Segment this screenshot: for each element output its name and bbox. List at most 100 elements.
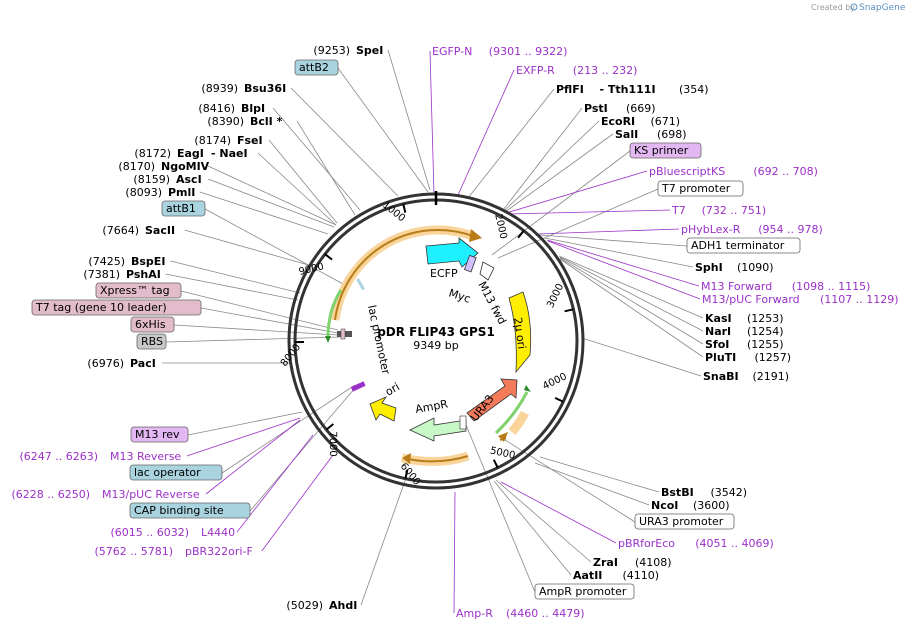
- leader-line: [502, 107, 583, 211]
- label-pluti: PluTI(1257): [705, 351, 791, 364]
- enzyme-position: (4108): [635, 556, 672, 569]
- primer-position: (692 .. 708): [753, 165, 818, 178]
- primer-name: M13/pUC Forward: [702, 293, 800, 306]
- label-6xhis: 6xHis: [130, 316, 175, 333]
- primer-name: EGFP-N: [432, 45, 472, 58]
- enzyme-name: SacII: [145, 224, 175, 237]
- tick-mark: [554, 396, 564, 403]
- enzyme-position: (8093): [125, 186, 162, 199]
- enzyme-name: ZraI: [593, 556, 618, 569]
- label-psti: PstI(669): [584, 102, 656, 115]
- leader-line: [387, 49, 431, 191]
- primer-name: pBRforEco: [618, 537, 675, 550]
- 2u-ori-arrow: [508, 291, 532, 374]
- leader-lines: [162, 49, 704, 614]
- leader-line: [249, 387, 356, 512]
- label-aatii: AatII(4110): [573, 569, 659, 582]
- enzyme-name: PstI: [584, 102, 608, 115]
- leader-line: [207, 165, 337, 226]
- enzyme-position: (1254): [747, 325, 784, 338]
- primer-position: (1107 .. 1129): [820, 293, 899, 306]
- tick-mark: [325, 423, 334, 431]
- leader-line: [504, 133, 614, 213]
- label-m13-puc-reverse: (6228 .. 6250)M13/pUC Reverse: [11, 488, 199, 501]
- m13-fwd-label: M13 fwd: [475, 279, 508, 326]
- leader-line: [495, 479, 592, 563]
- leader-line: [186, 417, 301, 457]
- label-sphi: SphI(1090): [695, 261, 774, 274]
- primer-position: (9301 .. 9322): [489, 45, 568, 58]
- enzyme-position: (7381): [83, 268, 120, 281]
- enzyme-position: (3600): [693, 499, 730, 512]
- leader-line: [539, 456, 660, 493]
- tick-mark: [324, 253, 333, 261]
- leader-line: [429, 50, 435, 195]
- label-egfp-n: EGFP-N (9301 .. 9322): [432, 45, 567, 58]
- primer-position: (1098 .. 1115): [792, 280, 871, 293]
- primer-name: T7: [671, 204, 686, 217]
- enzyme-position: (8172): [134, 147, 171, 160]
- label-pbr322ori-f: (5762 .. 5781) pBR322ori-F: [94, 545, 252, 558]
- feature-myc: Myc: [447, 254, 477, 306]
- enzyme-position: (8939): [201, 82, 238, 95]
- label-text: AmpR promoter: [539, 585, 627, 598]
- leader-line: [559, 256, 704, 332]
- ampr-promoter-box: [459, 415, 467, 430]
- leader-line: [200, 307, 339, 334]
- leader-line: [205, 419, 301, 495]
- enzyme-position: (6976): [87, 357, 124, 370]
- enzyme-name: FseI: [237, 134, 263, 147]
- leader-line: [493, 480, 572, 576]
- primer-position: (4051 .. 4069): [695, 537, 774, 550]
- enzyme-name: AscI: [176, 173, 202, 186]
- orf-arc-ampr-line: [407, 455, 469, 463]
- enzyme-position: (7425): [88, 255, 125, 268]
- label-l4440: (6015 .. 6032)L4440: [110, 526, 235, 539]
- leader-line: [559, 257, 704, 345]
- enzyme-name: SpeI: [356, 44, 383, 57]
- ori-arrow: [369, 396, 397, 422]
- ecfp-label: ECFP: [430, 267, 458, 280]
- enzyme-position: (354): [679, 83, 709, 96]
- primer-position: (4460 .. 4479): [506, 607, 585, 620]
- label-ahdi: (5029)AhdI: [286, 599, 357, 612]
- leader-line: [180, 290, 339, 331]
- ampr-label: AmpR: [414, 397, 449, 416]
- label-text: T7 promoter: [661, 182, 731, 195]
- primer-position: (5762 .. 5781): [94, 545, 173, 558]
- plasmid-length: 9349 bp: [413, 339, 458, 352]
- enzyme-name: AatII: [573, 569, 602, 582]
- label-pshai: (7381) PshAI: [83, 268, 160, 281]
- leader-line: [465, 424, 536, 593]
- label-m13-puc-forward: M13/pUC Forward (1107 .. 1129): [702, 293, 899, 306]
- snapgene-logo-icon: [850, 3, 858, 11]
- enzyme-name: EagI: [177, 147, 204, 160]
- label-t7-promoter: T7 promoter: [657, 180, 744, 197]
- label-text: M13 rev: [135, 428, 180, 441]
- leader-line: [187, 411, 303, 436]
- primer-position: (6228 .. 6250): [11, 488, 90, 501]
- primer-name: pBR322ori-F: [185, 545, 253, 558]
- leader-line: [453, 491, 456, 614]
- enzyme-name: PflFI: [556, 83, 584, 96]
- orf-arc-ampr-arrow: [402, 453, 411, 464]
- tick-label: 5000: [489, 445, 516, 461]
- tick-mark: [492, 459, 499, 469]
- enzyme-position: (9253): [313, 44, 350, 57]
- label-text: KS primer: [634, 144, 689, 157]
- enzyme-name: PshAI: [126, 268, 161, 281]
- leader-line: [257, 152, 337, 226]
- enzyme-position: (8390): [207, 115, 244, 128]
- enzyme-position: (7664): [102, 224, 139, 237]
- enzyme-position: (8174): [194, 134, 231, 147]
- plasmid-name: pDR FLIP43 GPS1: [377, 325, 495, 339]
- label-kasi: KasI(1253): [705, 312, 784, 325]
- leader-line: [559, 258, 704, 358]
- enzyme-position: (1255): [747, 338, 784, 351]
- label-amp-r: Amp-R(4460 .. 4479): [456, 607, 585, 620]
- enzyme-name: NarI: [705, 325, 731, 338]
- label-bstbi: BstBI(3542): [661, 486, 747, 499]
- tick-label: 3000: [545, 282, 566, 310]
- feature-2u-ori: 2μ ori: [508, 291, 532, 374]
- enzyme-name: BclI *: [250, 115, 283, 128]
